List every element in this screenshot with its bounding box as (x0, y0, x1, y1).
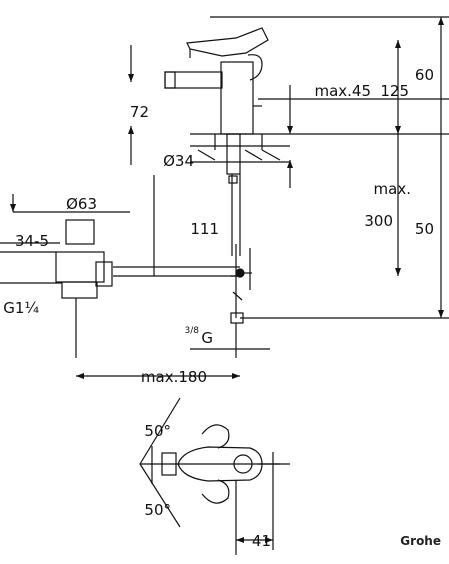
connection-thread-sup: 3/8 (185, 326, 200, 336)
spout-height-label: 125 (380, 82, 409, 100)
lever-height-label: 72 (130, 103, 149, 121)
waste-diameter-label: Ø63 (66, 195, 97, 213)
hole-diameter-label: Ø34 (163, 152, 194, 170)
waste-thread-label: G1¼ (3, 299, 39, 317)
top-view-offset-label: 41 (252, 532, 271, 550)
angle-top-label: 50° (144, 422, 171, 440)
connection-thread-label: G (201, 329, 213, 347)
base-floor-label: 50 (415, 220, 434, 238)
angle-bottom-label: 50° (144, 501, 171, 519)
pipe-offset-label: 111 (190, 220, 219, 238)
total-height-label: 60 (415, 66, 434, 84)
reach-label: max.45 (314, 82, 371, 100)
max-label: max. (374, 180, 411, 198)
pipe-length-label: 300 (364, 212, 393, 230)
brand-label: Grohe (400, 534, 441, 548)
waste-height-label: 34-5 (15, 232, 49, 250)
horizontal-reach-label: max.180 (141, 368, 207, 386)
